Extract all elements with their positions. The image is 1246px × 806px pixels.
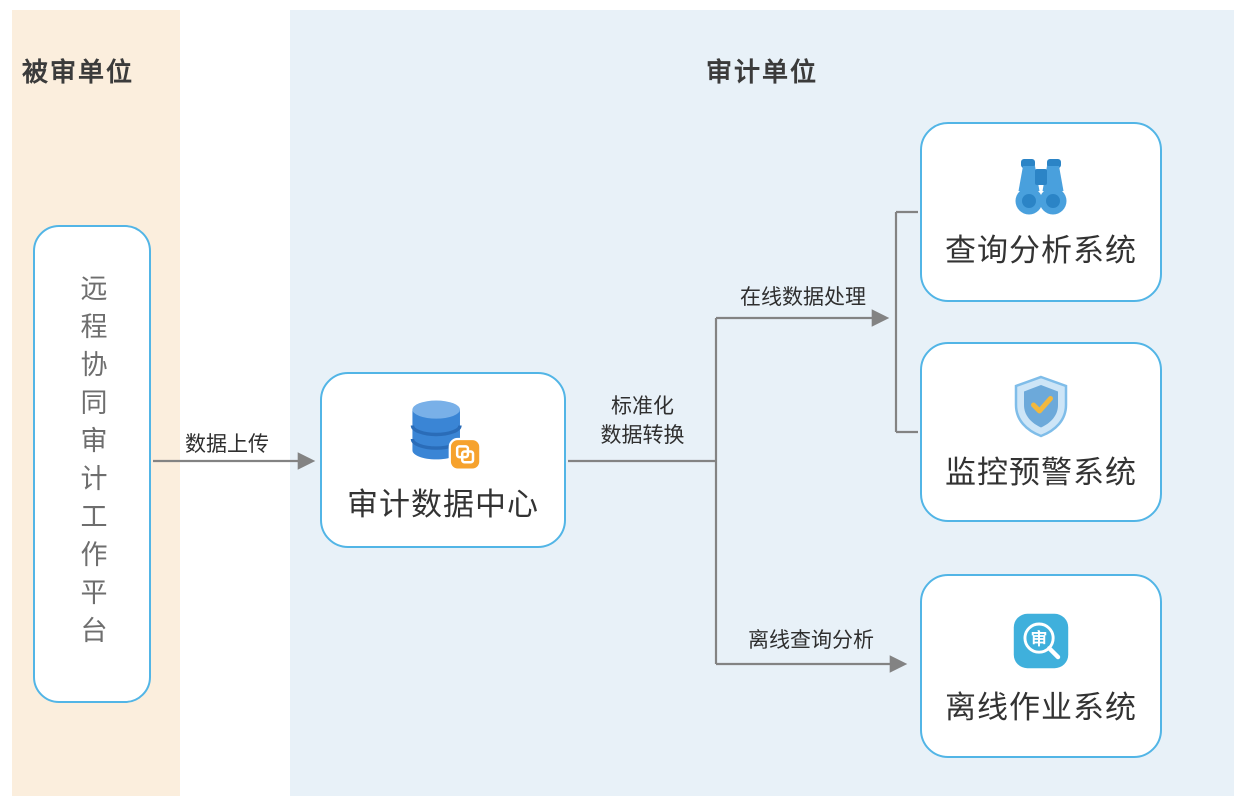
node-remote-platform-label: 远程协同审计工作平台 [76,274,107,654]
audited-unit-title: 被审单位 [22,57,135,87]
node-data-center: 审计数据中心 [320,372,566,548]
edge-label-transform: 标准化 数据转换 [570,392,715,450]
node-offline-work-label: 离线作业系统 [945,689,1137,725]
node-query-analysis-label: 查询分析系统 [945,232,1137,268]
node-data-center-label: 审计数据中心 [347,487,539,522]
offline-icon-char: 审 [1031,628,1048,648]
binoculars-icon [1005,155,1077,219]
edge-label-upload: 数据上传 [185,433,269,456]
edge-label-online: 在线数据处理 [740,286,866,309]
node-monitor-warning-label: 监控预警系统 [945,454,1137,490]
shield-check-icon [1005,373,1077,441]
node-remote-platform: 远程协同审计工作平台 [33,225,151,703]
database-icon [402,396,484,473]
node-offline-work: 审 离线作业系统 [920,574,1162,758]
offline-audit-icon: 审 [1006,606,1076,676]
edge-label-transform-line2: 数据转换 [600,424,685,447]
edge-label-transform-line1: 标准化 [611,395,674,418]
node-query-analysis: 查询分析系统 [920,122,1162,302]
audit-unit-title: 审计单位 [705,57,818,87]
edge-label-offline: 离线查询分析 [748,629,874,652]
node-monitor-warning: 监控预警系统 [920,342,1162,522]
